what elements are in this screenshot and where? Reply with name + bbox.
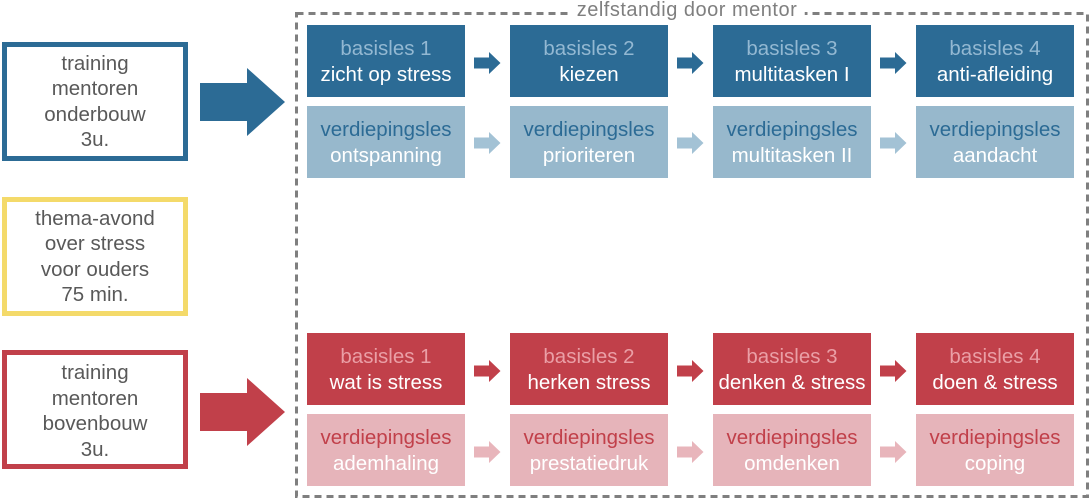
box-text-line: thema-avond [35, 206, 155, 230]
arrow-shape [474, 52, 501, 74]
lesson-title: multitasken II [731, 144, 853, 167]
box-text-line: training [61, 51, 129, 75]
lesson-title: multitasken I [734, 63, 850, 86]
arrow-right-icon [880, 360, 907, 382]
box-text-line: 75 min. [61, 283, 129, 306]
arrow-shape [880, 360, 907, 382]
training-onderbouw-box: training mentoren onderbouw 3u. [2, 42, 188, 161]
bovenbouw-basisles-2-box: basisles 2 herken stress [510, 333, 668, 405]
arrow-shape [677, 360, 704, 382]
arrow-right-icon [880, 441, 907, 463]
lesson-title: anti-afleiding [936, 63, 1054, 86]
onderbouw-verdiepingsles-3-box: verdiepingsles multitasken II [713, 106, 871, 178]
arrow-right-icon [677, 52, 704, 74]
bovenbouw-basisles-4-box: basisles 4 doen & stress [916, 333, 1074, 405]
mentor-frame: zelfstandig door mentor [295, 0, 1089, 498]
lesson-title: kiezen [559, 63, 619, 86]
lesson-label: verdiepingsles [523, 426, 655, 449]
onderbouw-basisles-3-box: basisles 3 multitasken I [713, 25, 871, 97]
arrow-shape [677, 441, 704, 463]
arrow-right-icon [200, 378, 285, 446]
frame-label: zelfstandig door mentor [569, 0, 805, 20]
lesson-title: coping [964, 452, 1026, 475]
thema-avond-box: thema-avond over stress voor ouders 75 m… [2, 197, 188, 316]
lesson-label: basisles 4 [949, 37, 1041, 60]
lesson-label: basisles 4 [949, 345, 1041, 368]
bovenbouw-verdiepingsles-4-box: verdiepingsles coping [916, 414, 1074, 486]
lesson-title: zicht op stress [320, 63, 452, 86]
box-text-line: onderbouw [44, 102, 146, 126]
bovenbouw-verdiepingsles-2-box: verdiepingsles prestatiedruk [510, 414, 668, 486]
lesson-label: basisles 3 [746, 345, 838, 368]
lesson-label: basisles 3 [746, 37, 838, 60]
bovenbouw-verdiepingsles-1-box: verdiepingsles ademhaling [307, 414, 465, 486]
lesson-label: verdiepingsles [523, 118, 655, 141]
arrow-shape [880, 132, 907, 154]
arrow-shape [200, 68, 285, 136]
lesson-label: verdiepingsles [320, 426, 452, 449]
lesson-title: herken stress [527, 371, 651, 394]
lesson-label: verdiepingsles [929, 118, 1061, 141]
lesson-label: basisles 2 [543, 37, 635, 60]
box-text-line: 3u. [80, 437, 110, 461]
lesson-label: basisles 2 [543, 345, 635, 368]
lesson-label: verdiepingsles [929, 426, 1061, 449]
lesson-label: basisles 1 [340, 37, 432, 60]
lesson-title: ontspanning [330, 144, 442, 167]
arrow-right-icon [474, 441, 501, 463]
arrow-right-icon [200, 68, 285, 136]
lesson-title: doen & stress [932, 371, 1058, 394]
lesson-label: verdiepingsles [726, 426, 858, 449]
dashed-border [295, 12, 1089, 498]
box-text-line: over stress [44, 232, 146, 255]
arrow-shape [474, 132, 501, 154]
lesson-label: verdiepingsles [320, 118, 452, 141]
onderbouw-basisles-1-box: basisles 1 zicht op stress [307, 25, 465, 97]
box-text-line: bovenbouw [42, 412, 148, 435]
bovenbouw-basisles-3-box: basisles 3 denken & stress [713, 333, 871, 405]
lesson-title: omdenken [744, 452, 840, 475]
arrow-right-icon [677, 132, 704, 154]
lesson-title: wat is stress [329, 371, 443, 394]
box-text-line: 3u. [80, 128, 110, 151]
arrow-right-icon [880, 52, 907, 74]
arrow-shape [880, 52, 907, 74]
arrow-right-icon [677, 441, 704, 463]
arrow-right-icon [880, 132, 907, 154]
onderbouw-basisles-4-box: basisles 4 anti-afleiding [916, 25, 1074, 97]
arrow-shape [880, 441, 907, 463]
arrow-right-icon [474, 52, 501, 74]
arrow-shape [474, 441, 501, 463]
lesson-title: prestatiedruk [529, 452, 649, 475]
onderbouw-verdiepingsles-4-box: verdiepingsles aandacht [916, 106, 1074, 178]
onderbouw-verdiepingsles-1-box: verdiepingsles ontspanning [307, 106, 465, 178]
box-text-line: training [61, 361, 129, 384]
arrow-shape [677, 132, 704, 154]
lesson-title: aandacht [952, 144, 1038, 167]
arrow-right-icon [474, 132, 501, 154]
dashed-rect [295, 12, 1089, 498]
lesson-title: denken & stress [718, 371, 866, 394]
lesson-title: ademhaling [333, 452, 439, 475]
arrow-right-icon [677, 360, 704, 382]
box-text-line: voor ouders [40, 257, 150, 281]
lesson-label: verdiepingsles [726, 118, 858, 141]
arrow-shape [200, 378, 285, 446]
onderbouw-basisles-2-box: basisles 2 kiezen [510, 25, 668, 97]
bovenbouw-verdiepingsles-3-box: verdiepingsles omdenken [713, 414, 871, 486]
lesson-title: prioriteren [542, 144, 636, 167]
bovenbouw-basisles-1-box: basisles 1 wat is stress [307, 333, 465, 405]
lesson-label: basisles 1 [340, 345, 432, 368]
arrow-shape [474, 360, 501, 382]
onderbouw-verdiepingsles-2-box: verdiepingsles prioriteren [510, 106, 668, 178]
arrow-shape [677, 52, 704, 74]
training-bovenbouw-box: training mentoren bovenbouw 3u. [2, 350, 188, 469]
arrow-right-icon [474, 360, 501, 382]
box-text-line: mentoren [51, 77, 139, 100]
box-text-line: mentoren [51, 386, 139, 410]
